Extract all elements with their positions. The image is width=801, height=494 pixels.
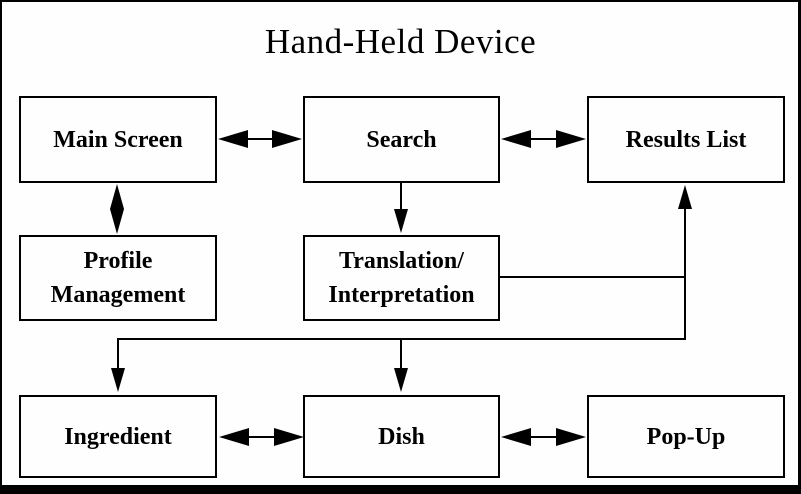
node-translation-interpretation: Translation/ Interpretation	[303, 235, 500, 321]
node-main-screen: Main Screen	[19, 96, 217, 183]
node-profile-management-label-line2: Management	[50, 282, 186, 308]
arrowhead-down-icon	[394, 209, 408, 233]
arrowhead-right-icon	[556, 130, 586, 148]
edge-ingredient-dish-double-arrow	[219, 428, 304, 446]
arrowhead-right-icon	[274, 428, 304, 446]
arrow-shaft	[116, 192, 118, 227]
frame-border-top	[0, 0, 801, 2]
node-dish: Dish	[303, 395, 500, 478]
node-pop-up-label: Pop-Up	[646, 423, 726, 450]
edge-dish-pop-up-double-arrow	[501, 428, 586, 446]
node-translation-interpretation-label-line2: Interpretation	[328, 282, 475, 308]
node-search: Search	[303, 96, 500, 183]
arrowhead-left-icon	[501, 130, 531, 148]
arrowhead-right-icon	[272, 130, 302, 148]
arrow-shaft	[527, 138, 560, 140]
node-main-screen-label: Main Screen	[53, 126, 183, 153]
node-search-label: Search	[366, 126, 437, 153]
node-results-list-label: Results List	[625, 126, 747, 153]
connector-vertical-line	[684, 200, 686, 340]
arrow-shaft	[244, 138, 276, 140]
arrowhead-up-icon	[678, 185, 692, 209]
node-ingredient-label: Ingredient	[64, 423, 172, 450]
arrow-shaft	[245, 436, 278, 438]
arrow-shaft	[400, 183, 402, 213]
node-pop-up: Pop-Up	[587, 395, 785, 478]
node-ingredient: Ingredient	[19, 395, 217, 478]
node-profile-management: Profile Management	[19, 235, 217, 321]
node-profile-management-label-line1: Profile	[83, 248, 153, 274]
arrowhead-left-icon	[501, 428, 531, 446]
frame-border-bottom	[0, 485, 801, 494]
edge-main-screen-profile-management-double-arrow	[110, 184, 124, 235]
arrowhead-down-icon	[394, 368, 408, 392]
arrow-shaft	[400, 340, 402, 372]
node-results-list: Results List	[587, 96, 785, 183]
connector-horizontal-line	[117, 338, 686, 340]
arrow-shaft	[117, 340, 119, 372]
edge-search-results-list-double-arrow	[501, 130, 586, 148]
arrow-shaft	[527, 436, 560, 438]
arrowhead-right-icon	[556, 428, 586, 446]
node-dish-label: Dish	[378, 423, 425, 450]
diagram-title: Hand-Held Device	[264, 22, 537, 61]
arrowhead-left-icon	[218, 130, 248, 148]
frame-border-right	[798, 0, 801, 494]
arrowhead-down-icon	[111, 368, 125, 392]
edge-main-screen-search-double-arrow	[218, 130, 302, 148]
connector-horizontal-line	[500, 276, 686, 278]
arrowhead-left-icon	[219, 428, 249, 446]
node-translation-interpretation-label-line1: Translation/	[339, 248, 464, 274]
frame-border-left	[0, 0, 2, 494]
